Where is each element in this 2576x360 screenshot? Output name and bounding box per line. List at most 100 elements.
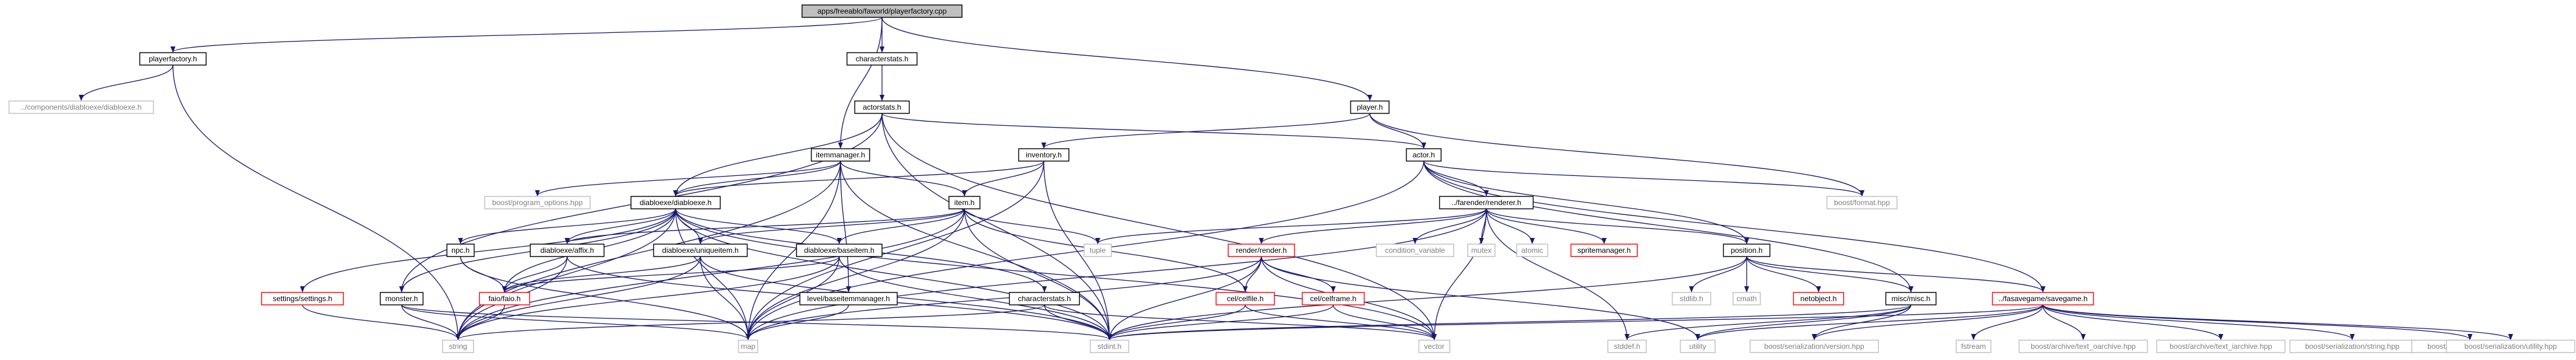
node-label: diabloexe/affix.h — [540, 246, 594, 255]
edge-diabloexe-h-to-vector — [675, 208, 1437, 340]
node-label: diabloexe/diabloexe.h — [640, 198, 712, 207]
node-label: monster.h — [386, 294, 418, 303]
edge-baseitem-h-to-string — [456, 256, 840, 340]
node-stddef-h: stddef.h — [1607, 340, 1647, 353]
edge-render-h-to-map — [746, 256, 1262, 340]
node-netobject-h[interactable]: netobject.h — [1793, 292, 1845, 305]
node-box — [1215, 292, 1275, 305]
edge-layer — [79, 17, 2513, 340]
edge-actorstats-to-vector — [881, 113, 1437, 340]
edge-itemmanager-to-diabloexe-h — [673, 160, 841, 196]
node-characterstats-top[interactable]: characterstats.h — [846, 52, 918, 66]
node-cel-celfile[interactable]: cel/celfile.h — [1215, 292, 1275, 305]
edge-savegame-h-to-boost-ser-utility — [2042, 304, 2513, 340]
node-fstream: fstream — [1956, 340, 1992, 353]
node-label: cel/celframe.h — [1310, 294, 1357, 303]
node-spritemanager[interactable]: spritemanager.h — [1570, 244, 1638, 257]
node-label: boost/format.hpp — [1834, 198, 1890, 207]
node-vector: vector — [1418, 340, 1450, 353]
node-box — [1793, 292, 1845, 305]
node-label: player.h — [1357, 103, 1383, 112]
edge-savegame-h-to-boost-text-iarchive — [2042, 304, 2223, 340]
node-actor-h[interactable]: actor.h — [1406, 148, 1442, 162]
node-label: characterstats.h — [855, 55, 908, 63]
edge-playerfactory-h-to-string — [172, 64, 461, 340]
edge-diabloexe-h-to-string — [456, 208, 676, 340]
node-mutex: mutex — [1467, 244, 1496, 257]
node-label: ../fasavegame/savegame.h — [1998, 294, 2088, 303]
node-faio-h[interactable]: faio/faio.h — [479, 292, 531, 305]
edge-renderer-h-to-vector — [1432, 208, 1487, 340]
node-boost-text-iarchive: boost/archive/text_iarchive.hpp — [2156, 340, 2286, 353]
node-box — [948, 196, 981, 209]
node-label: boost/serialization/string.hpp — [2305, 342, 2399, 351]
node-baseitem-h[interactable]: diabloexe/baseitem.h — [796, 244, 883, 257]
node-affix-h[interactable]: diabloexe/affix.h — [529, 244, 605, 257]
node-label: actor.h — [1413, 151, 1435, 159]
node-position-h[interactable]: position.h — [1722, 244, 1771, 257]
edge-uniqueitem-h-to-map — [700, 256, 751, 340]
node-actorstats[interactable]: actorstats.h — [854, 100, 910, 114]
node-uniqueitem-h[interactable]: diabloexe/uniqueitem.h — [653, 244, 748, 257]
node-root[interactable]: apps/freeablo/faworld/playerfactory.cpp — [801, 4, 963, 18]
node-label: cel/celfile.h — [1227, 294, 1263, 303]
node-label: boost/archive/text_oarchive.hpp — [2031, 342, 2136, 351]
edge-item-h-to-affix-h — [565, 208, 965, 244]
node-box — [1570, 244, 1638, 257]
node-label: boost/archive/text_iarchive.hpp — [2169, 342, 2272, 351]
node-player-h[interactable]: player.h — [1350, 100, 1390, 114]
node-playerfactory-h[interactable]: playerfactory.h — [139, 52, 207, 66]
node-box — [799, 292, 898, 305]
edge-item-h-to-uniqueitem-h — [698, 208, 965, 244]
edge-renderer-h-to-tuple — [1095, 208, 1487, 244]
node-box — [484, 196, 591, 209]
node-condvar: condition_variable — [1375, 244, 1455, 257]
node-diabloexe-h[interactable]: diabloexe/diabloexe.h — [630, 196, 721, 209]
edge-savegame-h-to-boost-text-oarchive — [2042, 304, 2086, 340]
edge-player-h-to-inventory — [1041, 113, 1370, 149]
node-label: actorstats.h — [863, 103, 901, 112]
edge-baseitem-h-to-map — [746, 256, 840, 340]
edge-actorstats-to-diabloexe-h — [673, 113, 883, 196]
node-monster-h[interactable]: monster.h — [379, 292, 424, 305]
node-map: map — [738, 340, 759, 353]
edge-misc-h-to-stdint-h — [1107, 304, 1912, 340]
node-label: tuple — [1090, 246, 1106, 255]
edge-diabloexe-h-to-settings-h — [300, 208, 676, 292]
node-box — [1090, 340, 1129, 353]
edge-playerfactory-h-to-diabloexe-ext — [79, 64, 174, 101]
node-box — [479, 292, 531, 305]
node-box — [1083, 244, 1112, 257]
node-misc-h[interactable]: misc/misc.h — [1885, 292, 1937, 305]
node-characterstats-h[interactable]: characterstats.h — [1008, 292, 1080, 305]
edge-inventory-to-stdint-h — [1043, 160, 1112, 340]
node-item-h[interactable]: item.h — [948, 196, 981, 209]
node-layer: apps/freeablo/faworld/playerfactory.cpp p… — [8, 4, 2575, 353]
node-level-baseitemmanager[interactable]: level/baseitemmanager.h — [799, 292, 898, 305]
node-box — [139, 52, 207, 66]
edge-cel-celfile-to-vector — [1245, 304, 1437, 340]
node-savegame-h[interactable]: ../fasavegame/savegame.h — [1992, 292, 2094, 305]
edge-position-h-to-stdlib-h — [1689, 256, 1747, 292]
node-box — [1885, 292, 1937, 305]
node-inventory[interactable]: inventory.h — [1018, 148, 1070, 162]
node-label: condition_variable — [1385, 246, 1445, 255]
node-itemmanager[interactable]: itemmanager.h — [811, 148, 870, 162]
node-settings-h[interactable]: settings/settings.h — [261, 292, 344, 305]
node-npc-h[interactable]: npc.h — [446, 244, 475, 257]
node-label: mutex — [1471, 246, 1492, 255]
edge-cel-celframe-to-vector — [1333, 304, 1437, 340]
node-box — [1956, 340, 1992, 353]
edge-renderer-h-to-spritemanager — [1486, 208, 1607, 244]
node-renderer-h[interactable]: ../farender/renderer.h — [1439, 196, 1534, 209]
node-render-h[interactable]: render/render.h — [1227, 244, 1295, 257]
node-box — [8, 100, 154, 114]
node-box — [630, 196, 721, 209]
edge-savegame-h-to-boost-ser-string — [2042, 304, 2355, 340]
node-cmath: cmath — [1732, 292, 1761, 305]
edge-itemmanager-to-boost-po — [535, 160, 841, 196]
edge-inventory-to-diabloexe-h — [673, 160, 1044, 196]
node-cel-celframe[interactable]: cel/celframe.h — [1302, 292, 1365, 305]
node-boost-ser-string: boost/serialization/string.hpp — [2289, 340, 2415, 353]
edge-renderer-h-to-position-h — [1486, 208, 1749, 244]
